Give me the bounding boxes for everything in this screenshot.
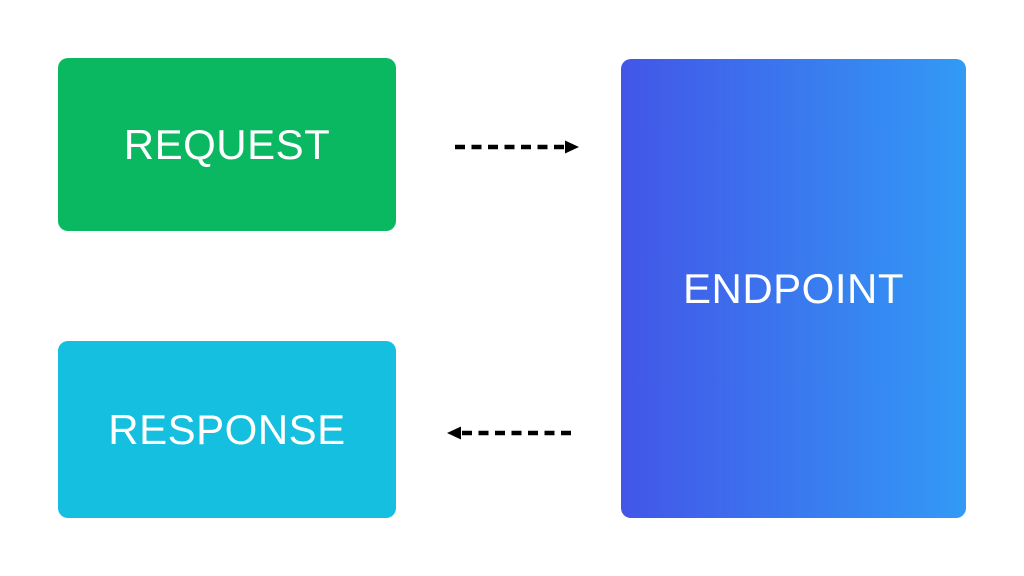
request-node: REQUEST <box>58 58 396 231</box>
response-node: RESPONSE <box>58 341 396 518</box>
endpoint-node: ENDPOINT <box>621 59 966 518</box>
endpoint-node-label: ENDPOINT <box>682 264 904 312</box>
response-node-label: RESPONSE <box>108 405 346 453</box>
request-to-endpoint-arrow <box>455 140 579 154</box>
endpoint-to-response-arrow <box>447 426 571 440</box>
request-node-label: REQUEST <box>123 120 331 168</box>
